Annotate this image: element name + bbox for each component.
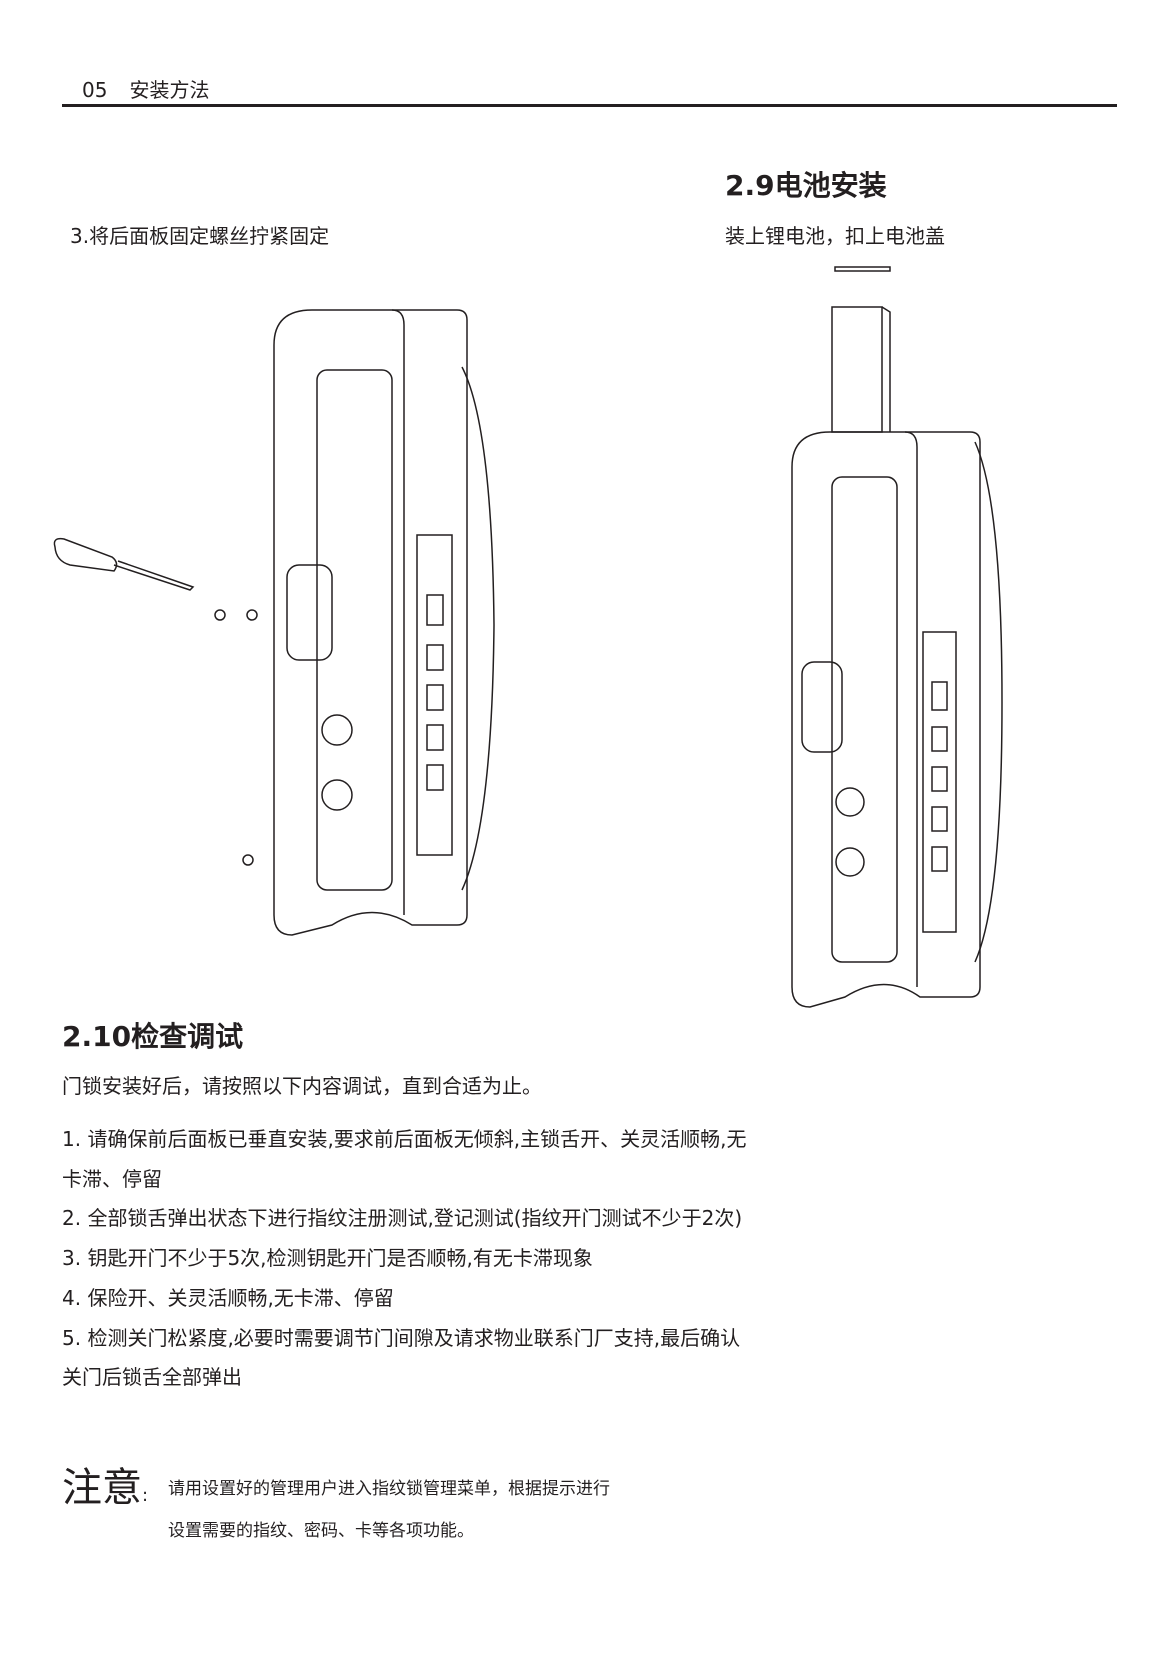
check-intro: 门锁安装好后，请按照以下内容调试，直到合适为止。 bbox=[62, 1074, 542, 1098]
note-line-1: 请用设置好的管理用户进入指纹锁管理菜单，根据提示进行 bbox=[168, 1479, 610, 1499]
check-item: 5. 检测关门松紧度,必要时需要调节门间隙及请求物业联系门厂支持,最后确认 bbox=[62, 1326, 741, 1350]
check-item: 1. 请确保前后面板已垂直安装,要求前后面板无倾斜,主锁舌开、关灵活顺畅,无 bbox=[62, 1127, 747, 1151]
note-line-2: 设置需要的指纹、密码、卡等各项功能。 bbox=[168, 1521, 474, 1541]
step-text: 3.将后面板固定螺丝拧紧固定 bbox=[70, 224, 330, 248]
check-title: 2.10检查调试 bbox=[62, 1020, 244, 1053]
page-header: 05 安装方法 bbox=[82, 74, 231, 103]
note-colon: : bbox=[142, 1485, 149, 1506]
page-number: 05 bbox=[82, 78, 108, 102]
battery-title: 2.9电池安装 bbox=[725, 169, 887, 202]
note-label-text: 注意 bbox=[62, 1465, 142, 1511]
header-rule bbox=[62, 104, 1117, 107]
note-label: 注意: bbox=[62, 1455, 148, 1513]
rear-panel-illustration bbox=[273, 309, 495, 936]
screwdriver-illustration bbox=[53, 537, 258, 866]
check-item: 关门后锁舌全部弹出 bbox=[62, 1365, 242, 1389]
section-title: 安装方法 bbox=[129, 78, 210, 102]
battery-desc: 装上锂电池，扣上电池盖 bbox=[725, 224, 945, 248]
check-item: 4. 保险开、关灵活顺畅,无卡滞、停留 bbox=[62, 1286, 394, 1310]
check-item: 2. 全部锁舌弹出状态下进行指纹注册测试,登记测试(指纹开门测试不少于2次) bbox=[62, 1206, 743, 1230]
check-item: 卡滞、停留 bbox=[62, 1167, 162, 1191]
battery-install-illustration bbox=[791, 266, 1003, 1008]
check-item: 3. 钥匙开门不少于5次,检测钥匙开门是否顺畅,有无卡滞现象 bbox=[62, 1246, 593, 1270]
